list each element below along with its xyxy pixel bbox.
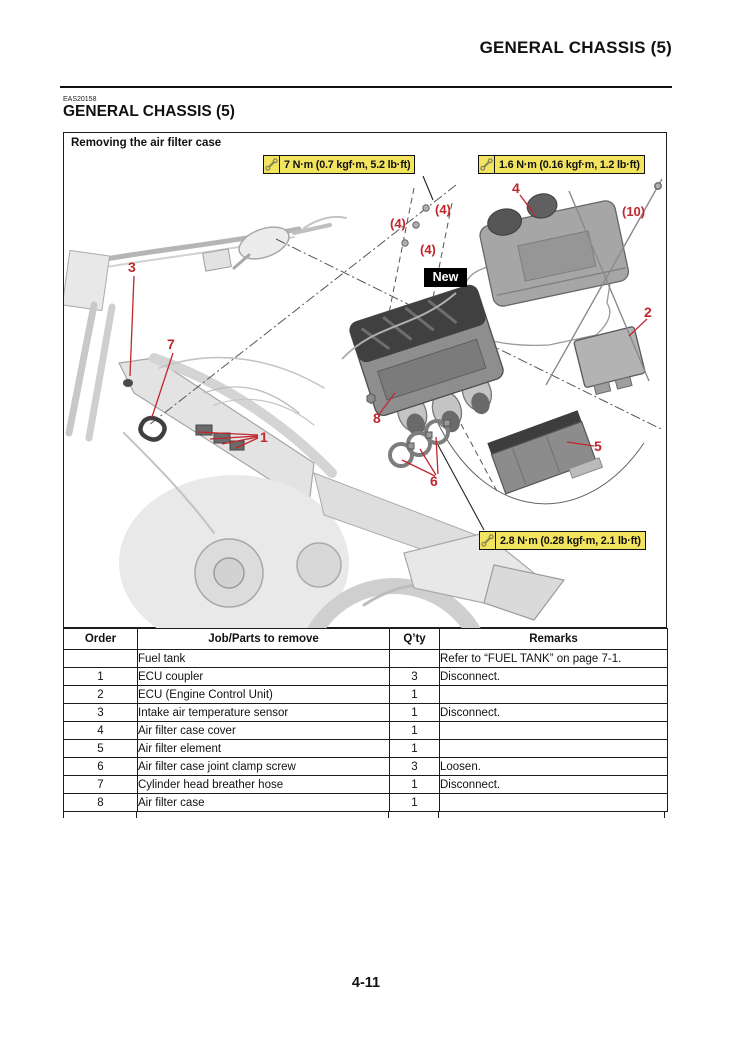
cell-qty: 1	[389, 793, 440, 812]
cell-order: 2	[63, 685, 138, 704]
cell-qty: 1	[389, 739, 440, 758]
callout-5: 5	[594, 438, 602, 454]
callout-6: 6	[430, 473, 438, 489]
table-row: Fuel tank Refer to “FUEL TANK” on page 7…	[63, 649, 668, 668]
wrench-icon	[264, 156, 280, 173]
cell-order: 1	[63, 667, 138, 686]
callout-2: 2	[644, 304, 652, 320]
air-filter-element	[487, 410, 604, 495]
callout-3: 3	[128, 259, 136, 275]
wrench-icon	[480, 532, 496, 549]
torque-value: 1.6 N·m (0.16 kgf·m, 1.2 lb·ft)	[499, 158, 640, 171]
table-row: 8 Air filter case 1	[63, 793, 668, 812]
table-row: 2 ECU (Engine Control Unit) 1	[63, 685, 668, 704]
callout-qty-4: (4)	[420, 242, 436, 257]
cell-order	[63, 649, 138, 668]
cell-remarks: Loosen.	[439, 757, 668, 776]
table-row: 7 Cylinder head breather hose 1 Disconne…	[63, 775, 668, 794]
ecu	[573, 326, 646, 396]
cell-qty	[389, 649, 440, 668]
col-header-job: Job/Parts to remove	[137, 628, 390, 650]
cell-job: Air filter case cover	[137, 721, 390, 740]
cell-qty: 3	[389, 667, 440, 686]
cell-remarks	[439, 739, 668, 758]
cell-remarks: Disconnect.	[439, 775, 668, 794]
cell-order: 3	[63, 703, 138, 722]
callout-qty-4: (4)	[390, 216, 406, 231]
cell-qty: 3	[389, 757, 440, 776]
callout-qty-4: (4)	[435, 202, 451, 217]
cell-job: Intake air temperature sensor	[137, 703, 390, 722]
cell-order: 4	[63, 721, 138, 740]
cell-order: 5	[63, 739, 138, 758]
callout-4: 4	[512, 180, 520, 196]
cell-remarks	[439, 793, 668, 812]
torque-label-7nm: 7 N·m (0.7 kgf·m, 5.2 lb·ft)	[263, 155, 416, 174]
table-clipped-row-stub	[63, 811, 667, 818]
figure-box: Removing the air filter case 7 N·m (0.7 …	[63, 132, 667, 629]
callout-8: 8	[373, 410, 381, 426]
table-row: 4 Air filter case cover 1	[63, 721, 668, 740]
cell-qty: 1	[389, 685, 440, 704]
torque-label-2-8nm: 2.8 N·m (0.28 kgf·m, 2.1 lb·ft)	[479, 531, 646, 550]
torque-value: 2.8 N·m (0.28 kgf·m, 2.1 lb·ft)	[500, 534, 641, 547]
cell-job: Fuel tank	[137, 649, 390, 668]
motorcycle-illustration	[64, 215, 566, 629]
table-row: 1 ECU coupler 3 Disconnect.	[63, 667, 668, 686]
screw-axes	[545, 178, 663, 386]
running-header: GENERAL CHASSIS (5)	[479, 38, 672, 57]
col-header-qty: Q’ty	[389, 628, 440, 650]
callout-leaders	[129, 194, 648, 477]
table-header-row: Order Job/Parts to remove Q’ty Remarks	[63, 628, 668, 650]
cell-remarks: Disconnect.	[439, 667, 668, 686]
exploded-diagram	[64, 175, 663, 629]
cell-qty: 1	[389, 721, 440, 740]
parts-table: Order Job/Parts to remove Q’ty Remarks F…	[63, 628, 668, 812]
header-rule	[60, 86, 672, 88]
air-filter-case-cover	[479, 193, 630, 307]
cell-job: Air filter case joint clamp screw	[137, 757, 390, 776]
eas-code: EAS20158	[63, 96, 97, 103]
cell-qty: 1	[389, 703, 440, 722]
cell-job: ECU (Engine Control Unit)	[137, 685, 390, 704]
breather-hose-line	[341, 292, 457, 360]
cell-order: 7	[63, 775, 138, 794]
table-row: 3 Intake air temperature sensor 1 Discon…	[63, 703, 668, 722]
torque-label-1-6nm: 1.6 N·m (0.16 kgf·m, 1.2 lb·ft)	[478, 155, 645, 174]
callout-qty-10: (10)	[622, 204, 646, 219]
cell-job: ECU coupler	[137, 667, 390, 686]
cell-qty: 1	[389, 775, 440, 794]
torque-value: 7 N·m (0.7 kgf·m, 5.2 lb·ft)	[284, 158, 411, 171]
joint-clamps	[388, 419, 451, 468]
cell-job: Air filter case	[137, 793, 390, 812]
cell-remarks: Disconnect.	[439, 703, 668, 722]
cell-remarks: Refer to “FUEL TANK” on page 7-1.	[439, 649, 668, 668]
figure-title: Removing the air filter case	[71, 137, 222, 149]
table-row: 6 Air filter case joint clamp screw 3 Lo…	[63, 757, 668, 776]
parts-table-body: Fuel tank Refer to “FUEL TANK” on page 7…	[63, 649, 668, 812]
page-number: 4-11	[351, 975, 381, 991]
cell-order: 6	[63, 757, 138, 776]
new-part-tag: New	[424, 268, 467, 287]
col-header-order: Order	[63, 628, 138, 650]
col-header-remarks: Remarks	[439, 628, 668, 650]
section-title: GENERAL CHASSIS (5)	[63, 103, 235, 120]
cover-screws	[401, 204, 430, 247]
cell-job: Air filter element	[137, 739, 390, 758]
cell-order: 8	[63, 793, 138, 812]
torque-leaders	[422, 175, 485, 531]
air-filter-case	[349, 284, 504, 436]
callout-7: 7	[167, 336, 175, 352]
cell-job: Cylinder head breather hose	[137, 775, 390, 794]
cell-remarks	[439, 721, 668, 740]
callout-1: 1	[260, 429, 268, 445]
table-row: 5 Air filter element 1	[63, 739, 668, 758]
cell-remarks	[439, 685, 668, 704]
wrench-icon	[479, 156, 495, 173]
